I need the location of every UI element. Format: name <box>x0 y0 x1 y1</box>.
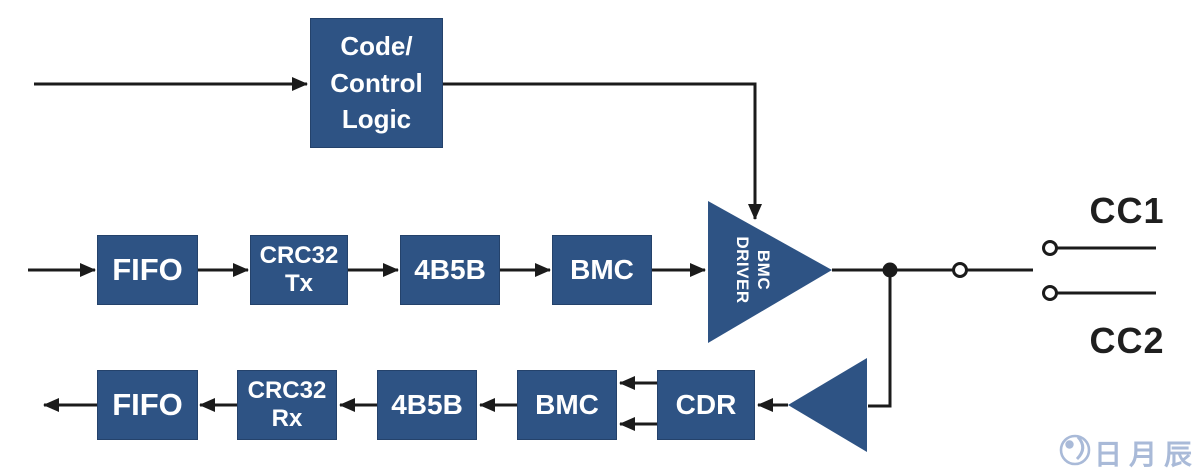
control-to-driver-arrow <box>443 82 762 220</box>
watermark-text: 日月辰 <box>1094 440 1200 471</box>
rx-cdr-block: CDR <box>657 370 755 440</box>
cc2-contact-circle <box>1042 285 1058 301</box>
bmc-driver-label: BMC DRIVER <box>733 236 774 304</box>
rx-4b5b-block: 4B5B <box>377 370 477 440</box>
tx-4b5b-block: 4B5B <box>400 235 500 305</box>
junction-to-receiver-wire <box>868 270 892 408</box>
tx-crc32-block: CRC32 Tx <box>250 235 348 305</box>
tx-fifo-block: FIFO <box>97 235 198 305</box>
rx-fifo-block: FIFO <box>97 370 198 440</box>
rx-bmc-block: BMC <box>517 370 617 440</box>
rx-amplifier-triangle <box>788 358 867 452</box>
bmc-driver-triangle <box>708 201 832 343</box>
junction-dot <box>882 262 898 278</box>
cc1-label: CC1 <box>1089 190 1165 231</box>
sun-moon-circle-logo <box>1059 434 1091 466</box>
cc2-label: CC2 <box>1089 320 1165 361</box>
tx-bmc-block: BMC <box>552 235 652 305</box>
code-control-logic-block: Code/ Control Logic <box>310 18 443 148</box>
cc1-contact-circle <box>1042 240 1058 256</box>
rx-crc32-block: CRC32 Rx <box>237 370 337 440</box>
line-node-circle <box>952 262 968 278</box>
